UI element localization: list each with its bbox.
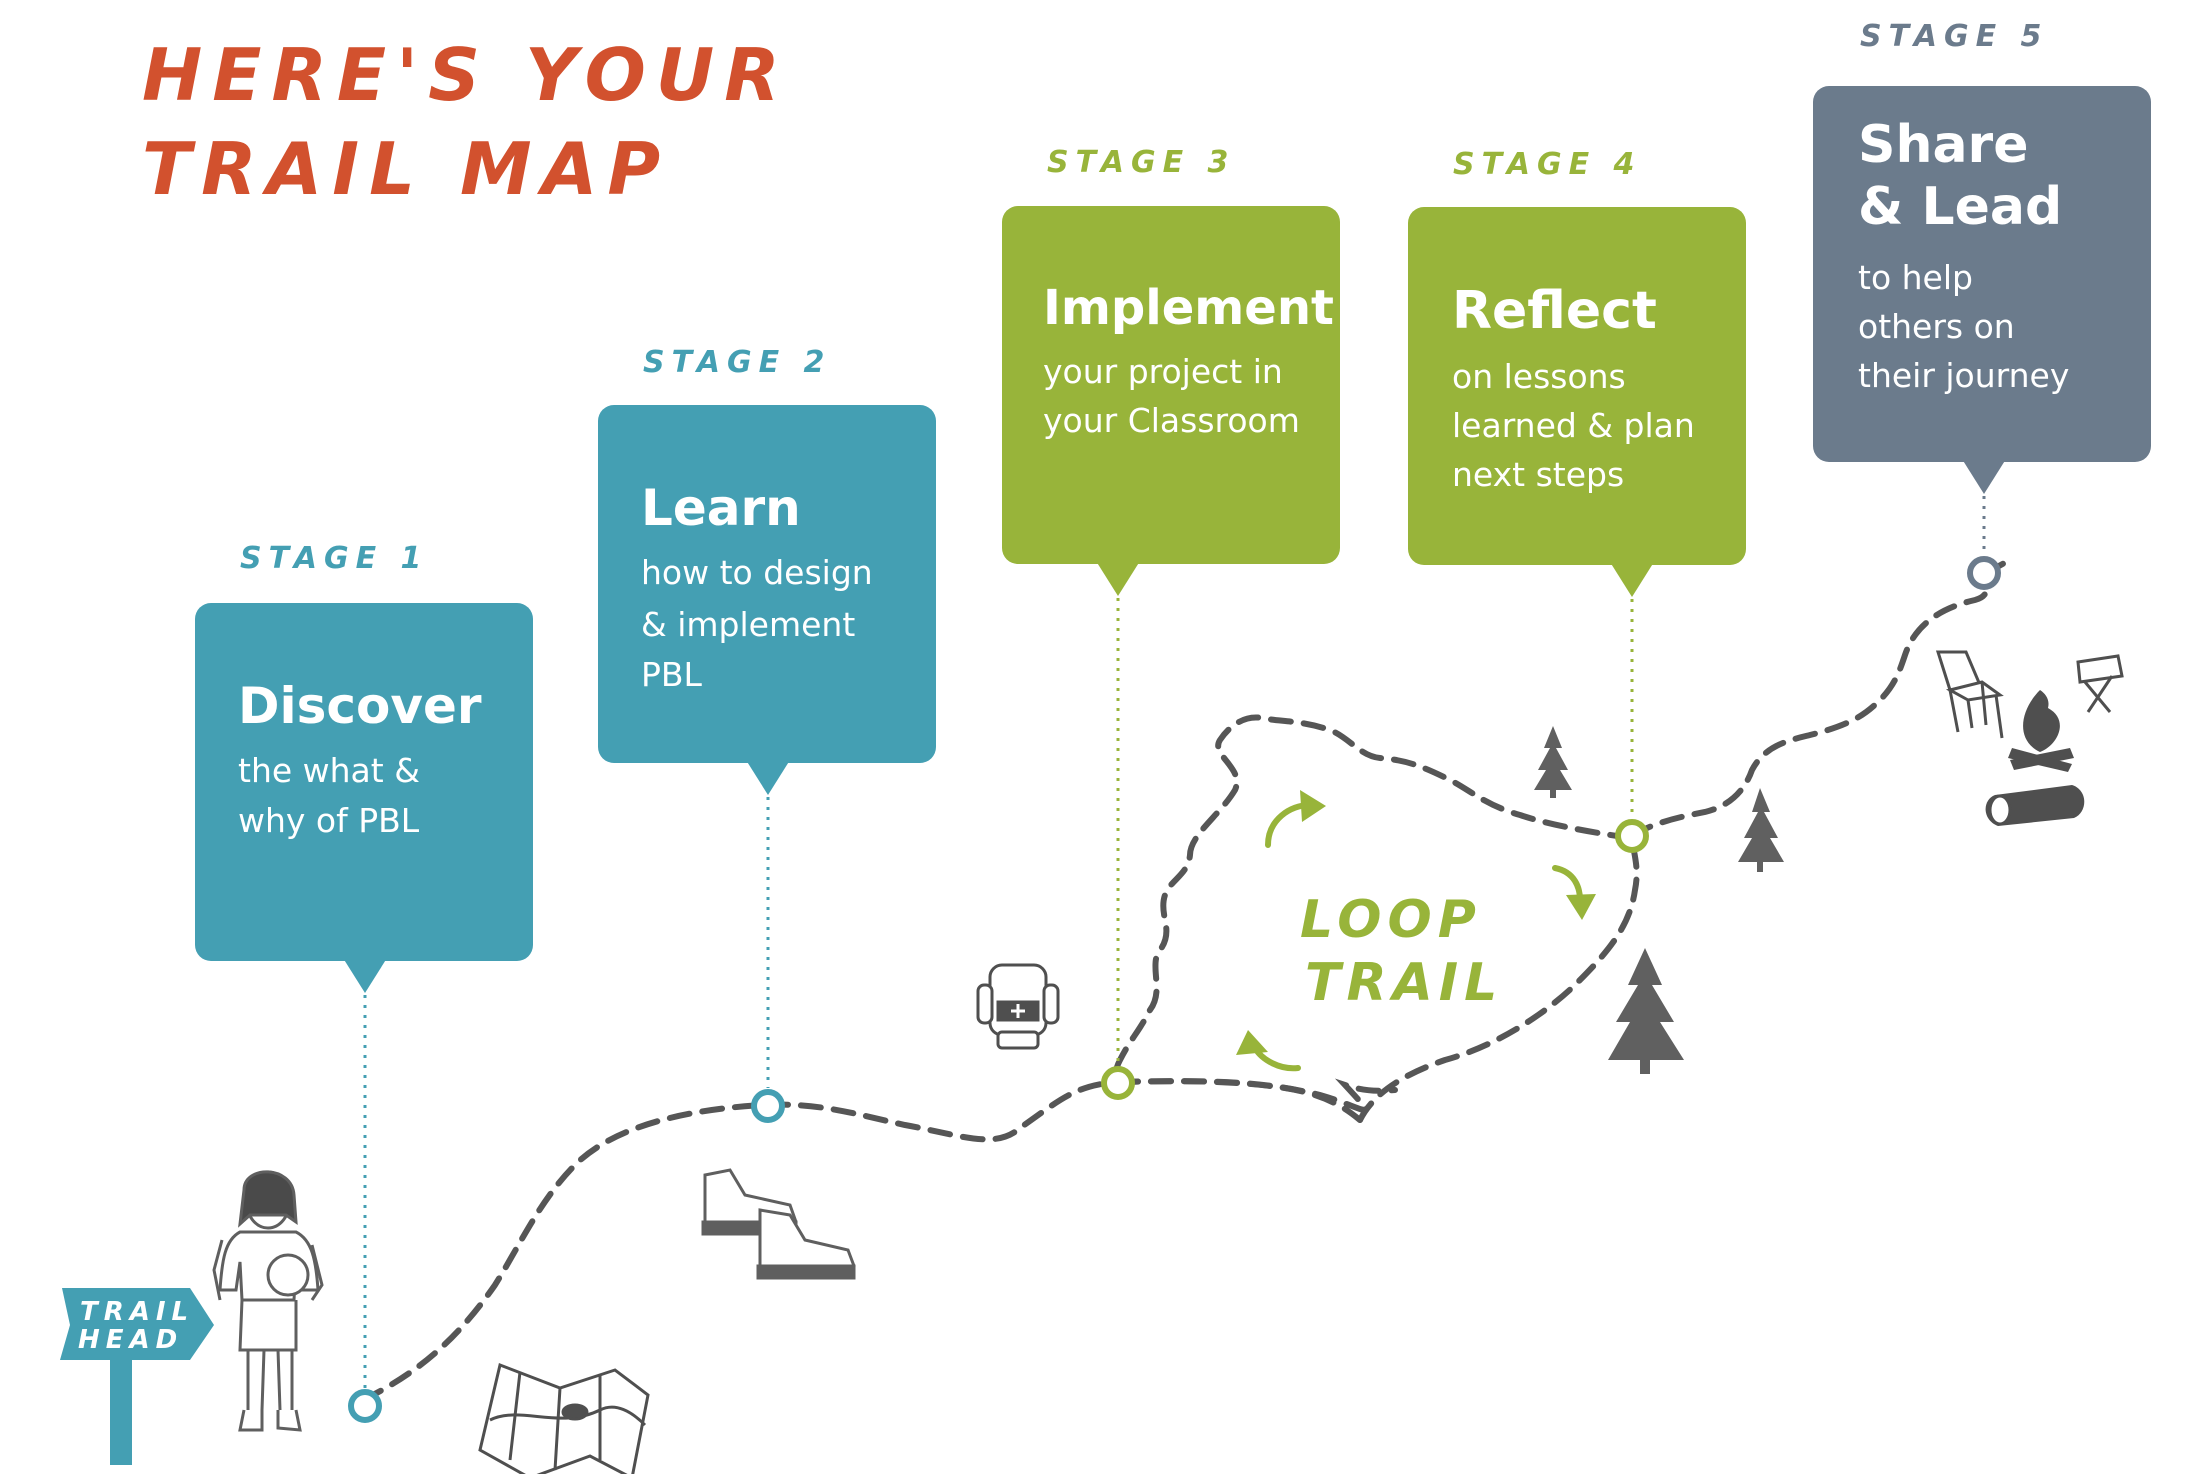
stage-3-title: Implement: [1043, 280, 1334, 336]
stage-3-line-1: your project in: [1043, 352, 1283, 391]
map-icon: [478, 1362, 650, 1474]
stage-5-title-2: & Lead: [1858, 177, 2062, 237]
stage-4-marker: [1615, 819, 1649, 853]
stage-1-line-2: why of PBL: [238, 801, 420, 840]
stage-4-pointer: [1610, 562, 1654, 597]
stage-4-line-2: learned & plan: [1452, 406, 1695, 445]
campfire-icon: [2008, 690, 2074, 772]
stage-2-line-3: PBL: [641, 655, 703, 694]
log-icon: [1985, 785, 2085, 826]
boots-icon: [701, 1168, 856, 1280]
stage-3-label: STAGE 3: [1047, 145, 1235, 180]
stage-1-marker: [348, 1389, 382, 1423]
stage-5-pointer: [1962, 459, 2006, 494]
chair-icon: [1935, 650, 2004, 739]
stage-2-box: [598, 405, 936, 763]
stage-1-box: [195, 603, 533, 961]
stage-5-title-1: Share: [1858, 115, 2028, 175]
backpack-icon: [976, 963, 1060, 1050]
stage-5-box: [1813, 86, 2151, 462]
stage-2: STAGE 2 Learn how to design & implement …: [598, 345, 936, 1123]
stage-5-marker: [1967, 556, 2001, 590]
stage-4-box: [1408, 207, 1746, 565]
stage-3-pointer: [1096, 561, 1140, 596]
stage-5-line-1: to help: [1858, 258, 1973, 297]
stage-1-line-1: the what &: [238, 751, 420, 790]
stage-4: STAGE 4 Reflect on lessons learned & pla…: [1408, 147, 1746, 853]
arrow-icon: [1236, 1030, 1301, 1072]
hiker-icon: [212, 1170, 324, 1432]
trail-head-line-2: HEAD: [78, 1325, 183, 1355]
stage-5-line-2: others on: [1858, 307, 2015, 346]
stage-5: STAGE 5 Share & Lead to help others on t…: [1813, 19, 2151, 590]
title-line-2: TRAIL MAP: [142, 127, 670, 211]
tree-icon: [1608, 948, 1684, 1074]
stage-2-line-1: how to design: [641, 553, 873, 592]
stage-1-title: Discover: [238, 677, 482, 735]
tree-icon: [1738, 788, 1784, 872]
stage-2-title: Learn: [641, 479, 801, 537]
arrow-icon: [1265, 790, 1326, 848]
trail-head-line-1: TRAIL: [80, 1297, 194, 1327]
tree-icon: [1534, 726, 1572, 798]
stage-4-title: Reflect: [1452, 281, 1657, 341]
stage-5-label: STAGE 5: [1860, 19, 2048, 54]
stage-3-marker: [1101, 1066, 1135, 1100]
stage-3: STAGE 3 Implement your project in your C…: [1002, 145, 1340, 1100]
stage-1-label: STAGE 1: [240, 541, 428, 576]
loop-trail-line-2: TRAIL: [1305, 953, 1503, 1013]
stage-5-line-3: their journey: [1858, 356, 2069, 395]
loop-trail-line-1: LOOP: [1300, 890, 1482, 950]
stage-1: STAGE 1 Discover the what & why of PBL: [195, 541, 533, 1423]
trail-sign-icon: TRAIL HEAD: [60, 1288, 214, 1465]
stage-2-label: STAGE 2: [643, 345, 831, 380]
arrow-icon: [1552, 865, 1596, 920]
stage-4-label: STAGE 4: [1453, 147, 1641, 182]
stage-3-line-2: your Classroom: [1043, 401, 1300, 440]
stage-1-pointer: [343, 958, 387, 993]
stage-2-line-2: & implement: [641, 605, 855, 644]
stage-2-pointer: [746, 760, 790, 795]
stage-4-line-1: on lessons: [1452, 357, 1626, 396]
stage-4-line-3: next steps: [1452, 455, 1624, 494]
stage-3-box: [1002, 206, 1340, 564]
title-line-1: HERE'S YOUR: [142, 33, 790, 117]
main-trail: [360, 557, 2013, 1403]
stool-icon: [2076, 654, 2124, 713]
stage-2-marker: [751, 1089, 785, 1123]
